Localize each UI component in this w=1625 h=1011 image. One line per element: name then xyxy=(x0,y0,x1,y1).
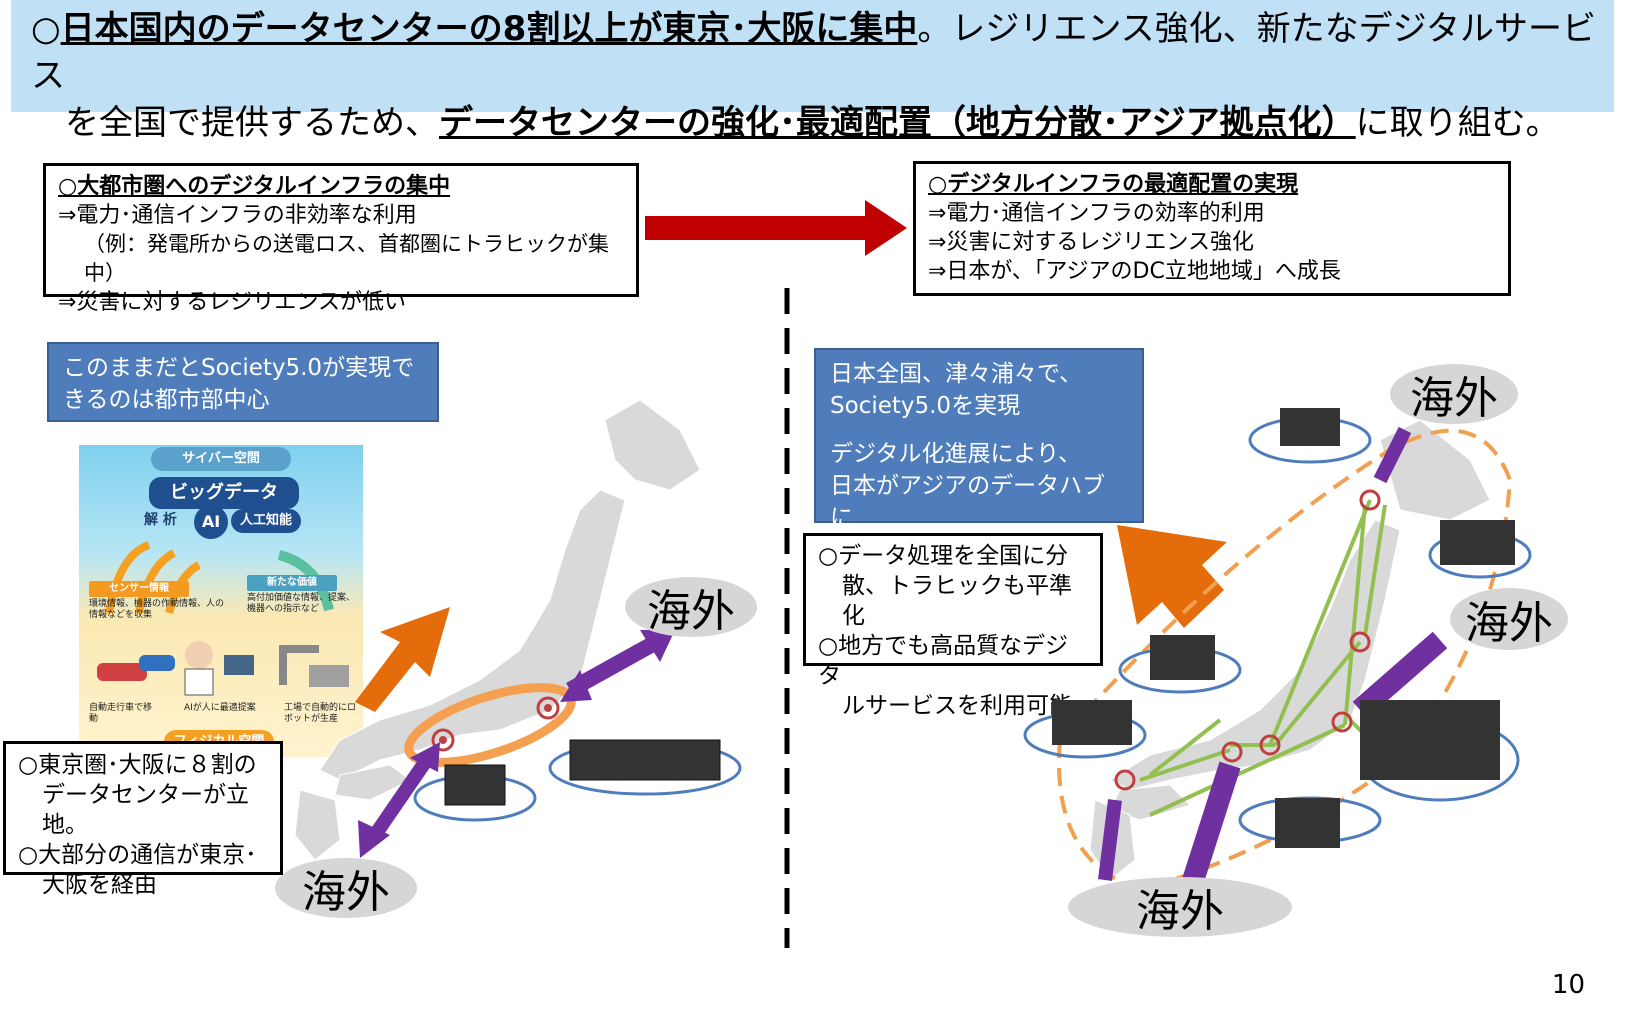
overseas-label-right-south: 海外 xyxy=(1068,877,1292,937)
header-emphasis-1: 日本国内のデータセンターの8割以上が東京･大阪に集中 xyxy=(60,9,918,49)
goal-box: ○デジタルインフラの最適配置の実現 ⇒電力･通信インフラの効率的利用 ⇒災害に対… xyxy=(913,161,1511,296)
section-divider xyxy=(784,288,790,948)
header-line-1: ○日本国内のデータセンターの8割以上が東京･大阪に集中。レジリエンス強化、新たな… xyxy=(31,9,1596,96)
bigdata-label: ビッグデータ xyxy=(149,477,299,509)
page-number: 10 xyxy=(1551,970,1585,1000)
overseas-links xyxy=(1098,426,1448,894)
header-line-2: を全国で提供するため、データセンターの強化･最適配置（地方分散･アジア拠点化）に… xyxy=(65,103,1560,143)
ai-label: 人工知能 xyxy=(231,509,301,533)
cyber-space-label: サイバー空間 xyxy=(151,447,291,471)
datacenter-hub-icon-osaka xyxy=(431,728,455,752)
ai-icon: AI xyxy=(194,505,228,539)
header-emphasis-2: データセンターの強化･最適配置（地方分散･アジア拠点化） xyxy=(439,103,1356,143)
header-banner: ○日本国内のデータセンターの8割以上が東京･大阪に集中。レジリエンス強化、新たな… xyxy=(11,0,1614,143)
overseas-label-left-bottom: 海外 xyxy=(275,858,417,918)
physical-scene-icons xyxy=(97,641,349,696)
current-note-box: ○東京圏･大阪に８割の データセンターが立地。 ○大部分の通信が東京･ 大阪を経… xyxy=(3,741,283,898)
datacenter-hub-icon-tokyo xyxy=(536,696,560,720)
datacenter-cluster-icons xyxy=(1023,408,1532,848)
overseas-label-right-east: 海外 xyxy=(1450,588,1568,650)
japan-map-distributed xyxy=(1023,408,1532,894)
datacenter-hub-icons xyxy=(1114,489,1381,791)
current-society-box: このままだとSociety5.0が実現で きるのは都市部中心 xyxy=(47,342,439,422)
future-society-box: 日本全国、津々浦々で、 Society5.0を実現 デジタル化進展により、 日本… xyxy=(814,348,1144,531)
current-issue-box: ○大都市圏へのデジタルインフラの集中 ⇒電力･通信インフラの非効率な利用 （例：… xyxy=(43,163,639,315)
society-arrow-right xyxy=(1117,525,1227,628)
overseas-label-right-north: 海外 xyxy=(1390,364,1518,424)
society-arrow-left xyxy=(355,607,450,712)
japan-map-current xyxy=(294,399,742,861)
overseas-label-left-top: 海外 xyxy=(625,577,757,637)
future-note-box: ○データ処理を全国に分 散、トラヒックも平準化 ○地方でも高品質なデジタ ルサー… xyxy=(803,533,1103,719)
transition-arrow xyxy=(645,200,907,256)
datacenter-cluster-icon xyxy=(413,739,742,822)
